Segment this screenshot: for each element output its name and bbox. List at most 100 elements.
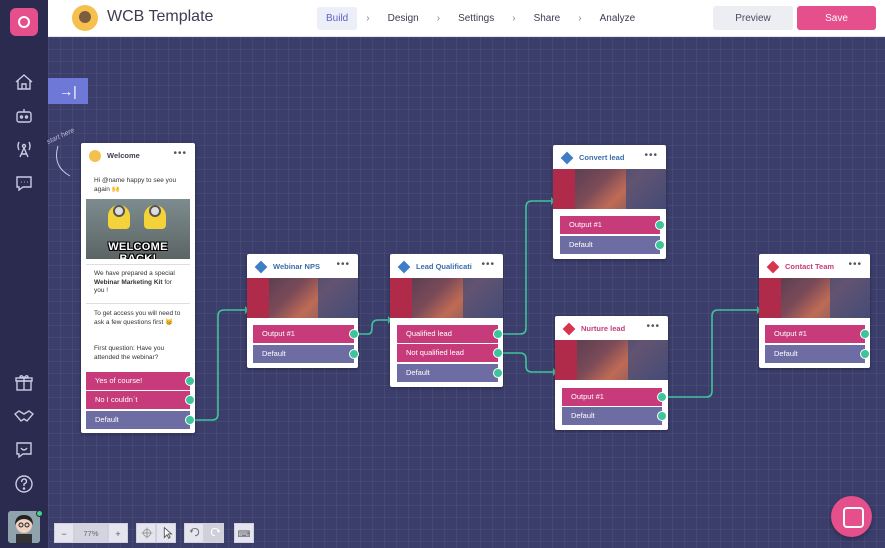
redo-button[interactable] <box>204 523 224 543</box>
blue-block-icon <box>397 260 411 274</box>
message-kit-name: Webinar Marketing Kit <box>94 278 163 286</box>
bot-icon[interactable] <box>13 105 35 127</box>
port-output-1[interactable]: Output #1 <box>560 216 665 234</box>
port-output-1[interactable]: Output #1 <box>765 325 870 343</box>
port-connector[interactable] <box>657 411 667 421</box>
port-label: Default <box>774 349 798 358</box>
port-output-1[interactable]: Output #1 <box>562 388 667 406</box>
node-title: Contact Team <box>785 262 835 271</box>
port-connector[interactable] <box>185 376 195 386</box>
node-header: Contact Team ••• <box>759 254 870 278</box>
page-title[interactable]: WCB Template <box>107 8 214 25</box>
connector-nurture-to-contact-team <box>665 309 757 398</box>
gift-icon[interactable] <box>13 372 35 394</box>
canvas-toolbar: − 77% + ⌨ <box>54 523 254 543</box>
port-connector[interactable] <box>657 392 667 402</box>
port-default[interactable]: Default <box>253 345 359 363</box>
zoom-in-button[interactable]: + <box>108 523 128 543</box>
node-webinar-nps[interactable]: Webinar NPS ••• Output #1 Default <box>247 254 359 368</box>
home-icon[interactable] <box>13 71 35 93</box>
port-connector[interactable] <box>860 349 870 359</box>
pan-tool-button[interactable] <box>136 523 156 543</box>
port-not-qualified-lead[interactable]: Not qualified lead <box>397 344 503 362</box>
port-default[interactable]: Default <box>397 364 503 382</box>
port-connector[interactable] <box>655 240 665 250</box>
more-options-icon[interactable]: ••• <box>336 259 350 270</box>
collapse-panel-button[interactable]: →| <box>48 78 88 104</box>
node-header: Convert lead ••• <box>553 145 666 169</box>
port-output-1[interactable]: Output #1 <box>253 325 359 343</box>
user-avatar[interactable] <box>8 511 40 543</box>
app-logo[interactable] <box>10 8 38 36</box>
tab-share[interactable]: Share <box>533 12 561 24</box>
select-tool-button[interactable] <box>156 523 176 543</box>
port-connector[interactable] <box>349 349 359 359</box>
port-connector[interactable] <box>493 368 503 378</box>
node-nurture-lead[interactable]: Nurture lead ••• Output #1 Default <box>555 316 668 430</box>
port-connector[interactable] <box>185 395 195 405</box>
keyboard-shortcuts-button[interactable]: ⌨ <box>234 523 254 543</box>
node-lead-qualification[interactable]: Lead Qualificati ••• Qualified lead Not … <box>390 254 503 387</box>
tab-analyze[interactable]: Analyze <box>599 12 636 24</box>
port-connector[interactable] <box>860 329 870 339</box>
nav-separator: › <box>366 12 370 24</box>
port-no-i-couldnt[interactable]: No I couldn`t <box>86 391 195 409</box>
node-title: Nurture lead <box>581 324 626 333</box>
port-connector[interactable] <box>493 329 503 339</box>
more-options-icon[interactable]: ••• <box>848 259 862 270</box>
welcome-back-image: WELCOME BACK! <box>86 199 190 259</box>
broadcast-icon[interactable] <box>13 138 35 160</box>
node-welcome[interactable]: Welcome ••• Hi @name happy to see you ag… <box>81 143 195 433</box>
port-label: Output #1 <box>571 392 604 401</box>
red-block-icon <box>562 322 576 336</box>
node-header: Webinar NPS ••• <box>247 254 358 278</box>
port-connector[interactable] <box>655 220 665 230</box>
port-connector[interactable] <box>349 329 359 339</box>
feedback-icon[interactable] <box>13 439 35 461</box>
node-contact-team[interactable]: Contact Team ••• Output #1 Default <box>759 254 870 368</box>
port-label: Output #1 <box>569 220 602 229</box>
port-connector[interactable] <box>185 415 195 425</box>
divider <box>86 264 190 265</box>
port-default[interactable]: Default <box>560 236 665 254</box>
divider <box>86 303 190 304</box>
port-default[interactable]: Default <box>86 411 195 429</box>
handshake-icon[interactable] <box>13 405 35 427</box>
more-options-icon[interactable]: ••• <box>644 150 658 161</box>
node-cover-image <box>247 278 358 318</box>
nav-separator: › <box>578 12 582 24</box>
port-yes-of-course[interactable]: Yes of course! <box>86 372 195 390</box>
port-default[interactable]: Default <box>562 407 667 425</box>
top-header: WCB Template Build › Design › Settings ›… <box>48 0 885 37</box>
node-convert-lead[interactable]: Convert lead ••• Output #1 Default <box>553 145 666 259</box>
red-block-icon <box>766 260 780 274</box>
chat-icon[interactable] <box>13 172 35 194</box>
save-button[interactable]: Save <box>797 6 876 30</box>
message-question: First question: Have you attended the we… <box>94 345 165 361</box>
port-connector[interactable] <box>493 348 503 358</box>
chat-launcher-button[interactable] <box>831 496 872 537</box>
more-options-icon[interactable]: ••• <box>173 148 187 159</box>
more-options-icon[interactable]: ••• <box>646 321 660 332</box>
more-options-icon[interactable]: ••• <box>481 259 495 270</box>
port-label: Qualified lead <box>406 329 452 338</box>
help-icon[interactable] <box>13 473 35 495</box>
zoom-out-button[interactable]: − <box>54 523 74 543</box>
node-cover-image <box>390 278 503 318</box>
port-label: Not qualified lead <box>406 348 464 357</box>
port-qualified-lead[interactable]: Qualified lead <box>397 325 503 343</box>
tab-settings[interactable]: Settings <box>458 12 495 24</box>
redo-icon <box>210 527 221 537</box>
undo-button[interactable] <box>184 523 204 543</box>
port-label: No I couldn`t <box>95 395 138 404</box>
tab-design[interactable]: Design <box>387 12 419 24</box>
port-default[interactable]: Default <box>765 345 870 363</box>
message-access: To get access you will need to ask a few… <box>94 310 181 326</box>
bot-avatar-icon <box>72 5 98 31</box>
start-hint-arrow <box>56 145 71 177</box>
node-title: Webinar NPS <box>273 262 320 271</box>
tab-build[interactable]: Build <box>317 6 358 30</box>
node-title: Lead Qualificati <box>416 262 472 271</box>
preview-button[interactable]: Preview <box>713 6 793 30</box>
